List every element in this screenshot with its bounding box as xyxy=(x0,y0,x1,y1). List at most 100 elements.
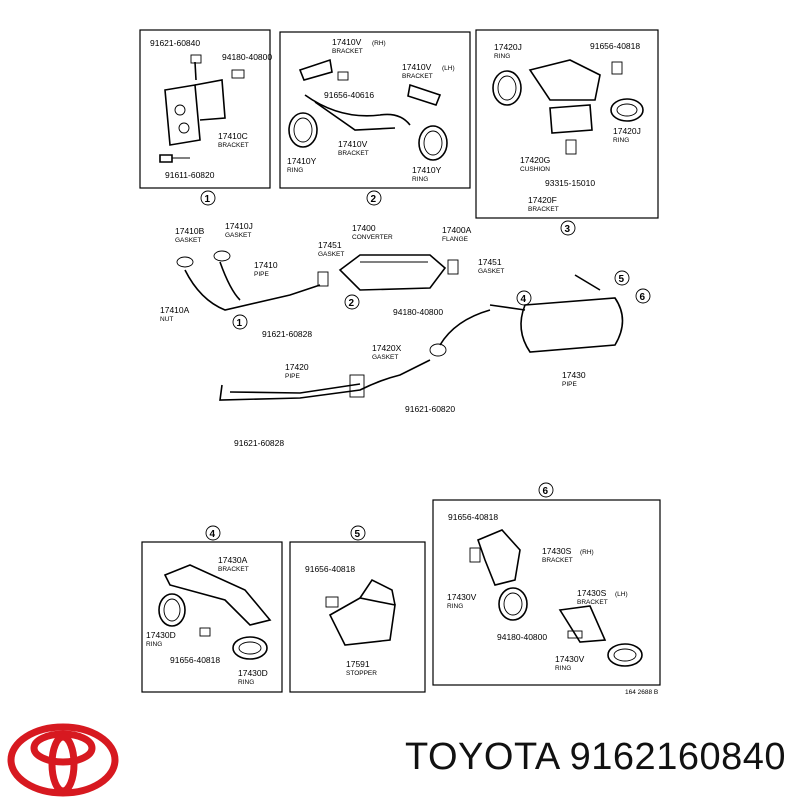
main-label-13-sub: PIPE xyxy=(562,381,577,388)
panel-3: 17420J RING 91656-40818 17420J RING 1742… xyxy=(475,29,659,236)
main-label-10: 91621-60828 xyxy=(262,329,312,339)
p2-label-5: 17410V xyxy=(338,139,368,149)
p3-label-1-sub: RING xyxy=(494,53,510,60)
main-label-7-sub: PIPE xyxy=(254,271,269,278)
p4-label-1-sub: BRACKET xyxy=(218,566,249,573)
p2-label-2-side: (LH) xyxy=(442,65,455,72)
p3-label-3: 17420J xyxy=(613,126,641,136)
p4-label-4-sub: RING xyxy=(238,679,254,686)
main-label-15: 91621-60828 xyxy=(234,438,284,448)
main-label-12-sub: PIPE xyxy=(285,373,300,380)
callout-2-main: 2 xyxy=(349,298,355,309)
main-label-8-sub: NUT xyxy=(160,316,173,323)
p3-label-5: 93315-15010 xyxy=(545,178,595,188)
callout-5-panel: 5 xyxy=(355,529,361,540)
callout-1-panel: 1 xyxy=(205,194,211,205)
main-label-1: 17410B xyxy=(175,226,205,236)
callout-4-panel: 4 xyxy=(210,529,216,540)
p2-label-3: 91656-40616 xyxy=(324,90,374,100)
p6-label-2-sub: BRACKET xyxy=(542,557,573,564)
p5-label-1: 91656-40818 xyxy=(305,564,355,574)
p2-label-4: 17410Y xyxy=(287,156,317,166)
p6-label-4: 17430V xyxy=(447,592,477,602)
panel-4: 4 17430A BRACKET 17430D RING 91656-40818… xyxy=(141,525,283,693)
p6-label-1: 91656-40818 xyxy=(448,512,498,522)
main-label-12: 17420 xyxy=(285,362,309,372)
p6-label-6: 17430V xyxy=(555,654,585,664)
p3-label-6-sub: BRACKET xyxy=(528,206,559,213)
p2-label-5-sub: BRACKET xyxy=(338,150,369,157)
p3-label-4-sub: CUSHION xyxy=(520,166,550,173)
main-label-2-sub: GASKET xyxy=(225,232,251,239)
p6-label-3-sub: BRACKET xyxy=(577,599,608,606)
main-label-5: 17451 xyxy=(318,240,342,250)
callout-6-main: 6 xyxy=(640,292,646,303)
panel-1: 91621-60840 94180-40800 17410C BRACKET 9… xyxy=(139,29,272,206)
main-label-5-sub: GASKET xyxy=(318,251,344,258)
p1-label-2: 94180-40800 xyxy=(222,52,272,62)
p2-label-1-sub: BRACKET xyxy=(332,48,363,55)
p2-label-6: 17410Y xyxy=(412,165,442,175)
p6-label-2: 17430S xyxy=(542,546,572,556)
p3-label-6: 17420F xyxy=(528,195,557,205)
panel-2: 17410V (RH) BRACKET 17410V (LH) BRACKET … xyxy=(279,31,471,206)
main-label-8: 17410A xyxy=(160,305,190,315)
p5-label-2-sub: STOPPER xyxy=(346,670,377,677)
main-label-2: 17410J xyxy=(225,221,253,231)
p5-label-2: 17591 xyxy=(346,659,370,669)
main-label-3-sub: CONVERTER xyxy=(352,234,393,241)
p6-label-6-sub: RING xyxy=(555,665,571,672)
p1-label-1: 91621-60840 xyxy=(150,38,200,48)
main-label-4: 17400A xyxy=(442,225,472,235)
exhaust-parts-diagram: 91621-60840 94180-40800 17410C BRACKET 9… xyxy=(139,29,661,696)
p6-label-2-side: (RH) xyxy=(580,549,594,556)
main-label-13: 17430 xyxy=(562,370,586,380)
p6-label-4-sub: RING xyxy=(447,603,463,610)
callout-6-panel: 6 xyxy=(543,486,549,497)
callout-2-panel: 2 xyxy=(371,194,377,205)
callout-1-main: 1 xyxy=(237,318,243,329)
p6-label-3-side: (LH) xyxy=(615,591,628,598)
p2-label-4-sub: RING xyxy=(287,167,303,174)
main-label-9: 94180-40800 xyxy=(393,307,443,317)
callout-3-panel: 3 xyxy=(565,224,571,235)
brand-title: TOYOTA 9162160840 xyxy=(405,736,786,779)
p3-label-2: 91656-40818 xyxy=(590,41,640,51)
p1-label-3: 17410C xyxy=(218,131,248,141)
main-label-11-sub: GASKET xyxy=(372,354,398,361)
p3-label-3-sub: RING xyxy=(613,137,629,144)
main-label-6-sub: GASKET xyxy=(478,268,504,275)
main-label-7: 17410 xyxy=(254,260,278,270)
p2-label-1-side: (RH) xyxy=(372,40,386,47)
panel-6: 6 91656-40818 17430S (RH) BRACKET 17430S… xyxy=(432,482,661,686)
p4-label-2: 17430D xyxy=(146,630,176,640)
part-number: 9162160840 xyxy=(569,736,786,778)
callout-5-main: 5 xyxy=(619,274,625,285)
p2-label-1: 17410V xyxy=(332,37,362,47)
main-label-3: 17400 xyxy=(352,223,376,233)
callout-4-main: 4 xyxy=(521,294,527,305)
p4-label-4: 17430D xyxy=(238,668,268,678)
main-label-6: 17451 xyxy=(478,257,502,267)
p2-label-6-sub: RING xyxy=(412,176,428,183)
p1-label-3-sub: BRACKET xyxy=(218,142,249,149)
main-label-1-sub: GASKET xyxy=(175,237,201,244)
p3-label-4: 17420G xyxy=(520,155,550,165)
diagram-code: 164 2688 B xyxy=(625,689,658,696)
p1-label-4: 91611-60820 xyxy=(165,170,215,180)
p3-label-1: 17420J xyxy=(494,42,522,52)
p4-label-1: 17430A xyxy=(218,555,248,565)
main-assembly: 1 2 4 5 6 17410B GASKET 17410J GASKET 17… xyxy=(160,221,651,448)
panel-5: 5 91656-40818 17591 STOPPER xyxy=(289,525,426,693)
p4-label-2-sub: RING xyxy=(146,641,162,648)
p2-label-2: 17410V xyxy=(402,62,432,72)
toyota-logo-icon xyxy=(7,723,119,797)
main-label-4-sub: FLANGE xyxy=(442,236,469,243)
brand-name: TOYOTA xyxy=(404,736,559,778)
main-label-11: 17420X xyxy=(372,343,402,353)
p4-label-3: 91656-40818 xyxy=(170,655,220,665)
p6-label-5: 94180-40800 xyxy=(497,632,547,642)
main-label-14: 91621-60820 xyxy=(405,404,455,414)
p6-label-3: 17430S xyxy=(577,588,607,598)
p2-label-2-sub: BRACKET xyxy=(402,73,433,80)
